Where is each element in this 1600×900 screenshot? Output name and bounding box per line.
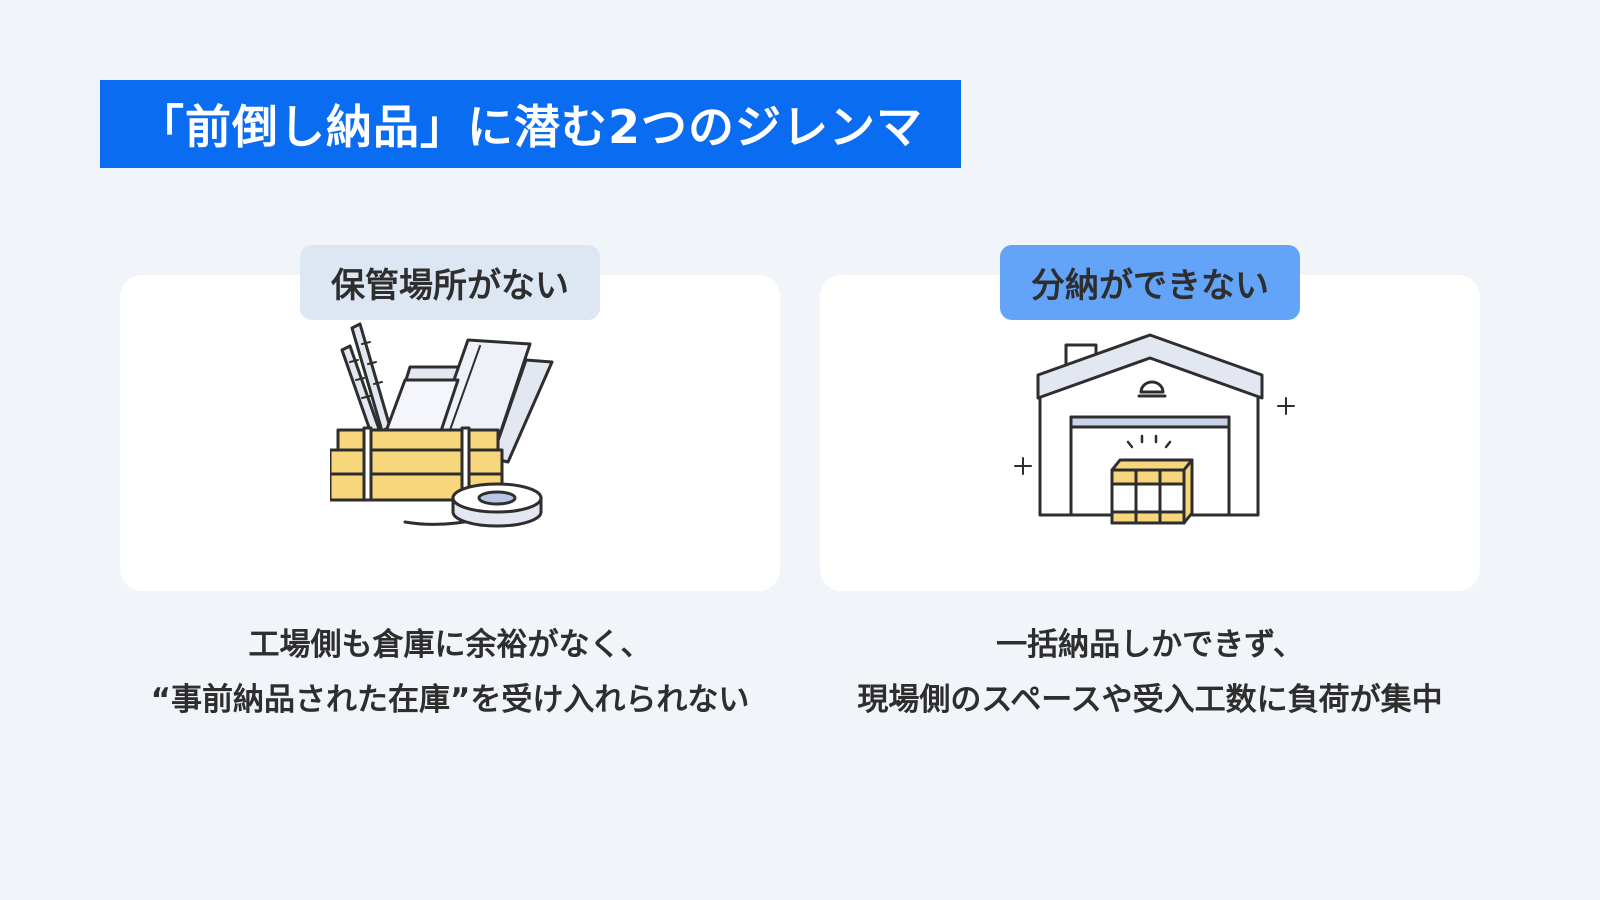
dilemma-tag-split-delivery: 分納ができない <box>1000 245 1300 320</box>
dilemma-tag-storage: 保管場所がない <box>300 245 600 320</box>
warehouse-icon <box>1014 333 1295 525</box>
page-title: 「前倒し納品」に潜む2つのジレンマ <box>100 80 961 168</box>
dilemma-description-storage: 工場側も倉庫に余裕がなく、 “事前納品された在庫”を受け入れられない <box>90 618 810 728</box>
description-line: “事前納品された在庫”を受け入れられない <box>150 682 750 718</box>
cramped-storage-boxes-icon <box>330 322 554 528</box>
dilemma-description-split-delivery: 一括納品しかできず、 現場側のスペースや受入工数に負荷が集中 <box>790 618 1510 728</box>
description-line: 工場側も倉庫に余裕がなく、 <box>248 627 652 663</box>
description-line: 現場側のスペースや受入工数に負荷が集中 <box>857 682 1443 718</box>
description-line: 一括納品しかできず、 <box>996 627 1304 663</box>
